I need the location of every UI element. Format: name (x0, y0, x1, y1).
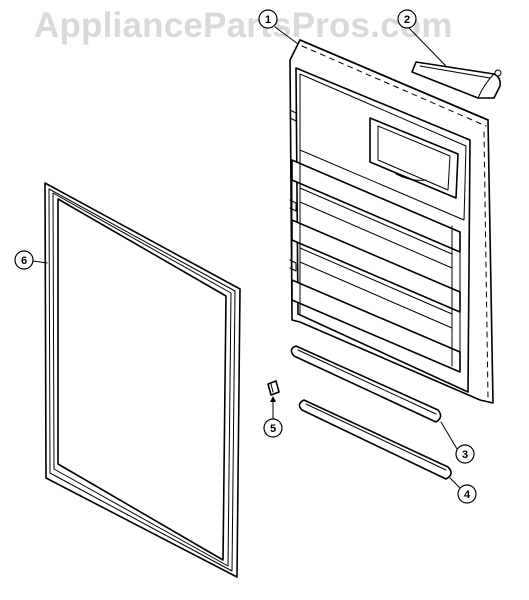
callout-3[interactable]: 3 (455, 444, 475, 464)
callout-2[interactable]: 2 (397, 9, 417, 29)
callout-5[interactable]: 5 (263, 418, 283, 438)
callout-4[interactable]: 4 (457, 484, 477, 504)
clip-part[interactable] (267, 380, 280, 396)
callout-3-label: 3 (462, 449, 468, 461)
shelf-bar-upper-part[interactable] (290, 345, 442, 423)
door-gasket-part[interactable] (44, 182, 241, 578)
door-liner-part[interactable] (289, 39, 494, 404)
shelf-bar-lower-part[interactable] (298, 399, 452, 480)
dairy-door-part[interactable] (411, 61, 502, 99)
leader-lines (32, 26, 462, 490)
callout-6-label: 6 (21, 255, 27, 267)
callout-4-label: 4 (464, 489, 471, 501)
callout-5-label: 5 (270, 423, 276, 435)
watermark-text: AppliancePartsPros.com (34, 6, 453, 45)
callout-1-label: 1 (265, 14, 271, 26)
callout-1[interactable]: 1 (258, 9, 278, 29)
callout-6[interactable]: 6 (14, 250, 34, 270)
callout-2-label: 2 (404, 14, 410, 26)
